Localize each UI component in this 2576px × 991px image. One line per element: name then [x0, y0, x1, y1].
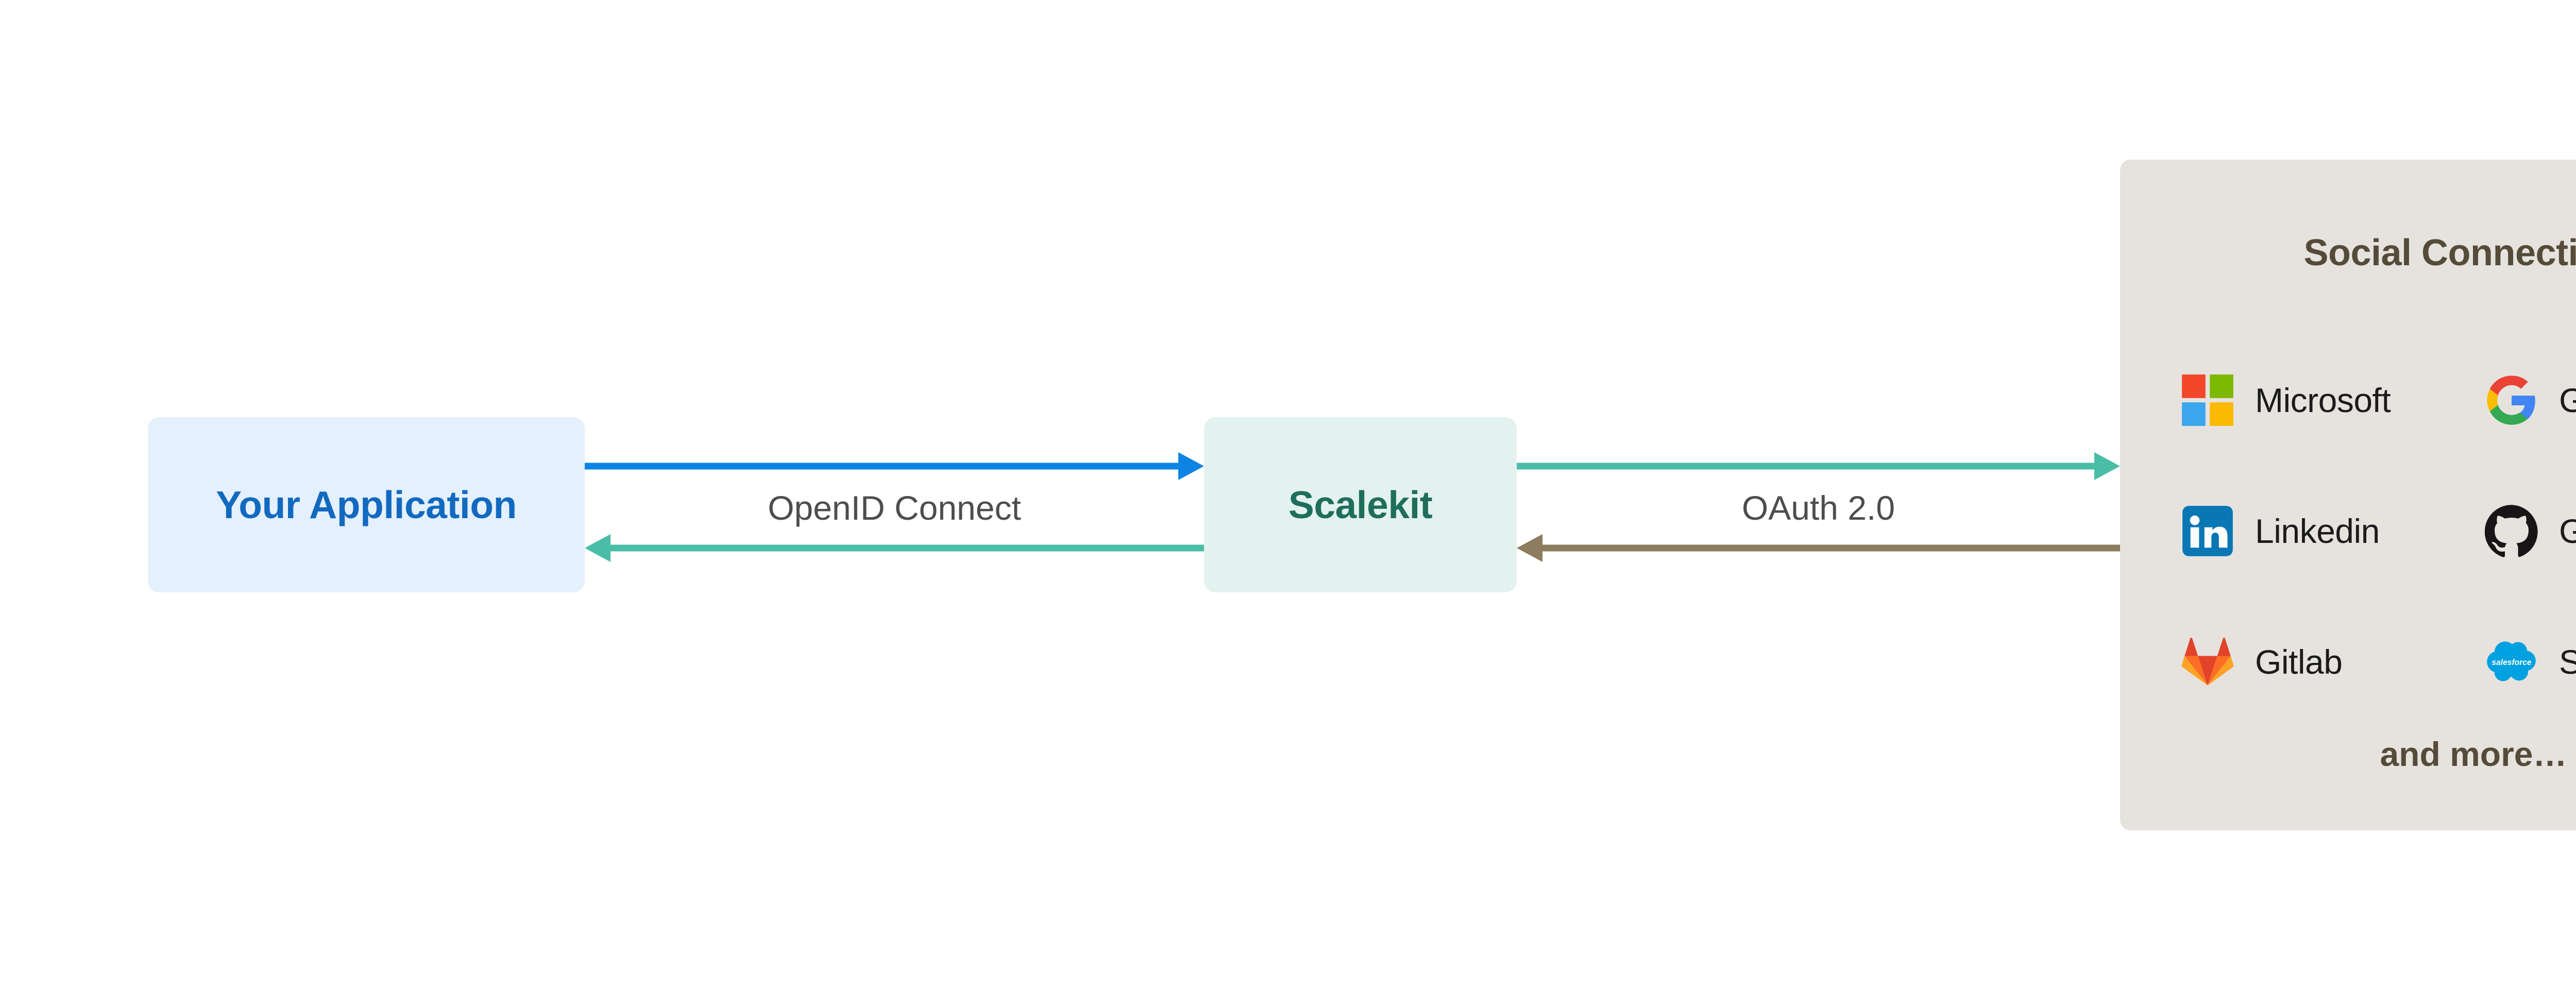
social-provider-github-label: Github — [2559, 512, 2576, 550]
svg-text:salesforce: salesforce — [2492, 658, 2531, 667]
social-connections-panel: Social Connections Microsoft — [2120, 160, 2576, 830]
node-your-application-label: Your Application — [216, 483, 517, 526]
social-provider-google-label: Google — [2559, 381, 2576, 419]
salesforce-icon: salesforce — [2487, 641, 2536, 681]
social-provider-gitlab[interactable]: Gitlab — [2181, 596, 2485, 727]
social-provider-linkedin[interactable]: Linkedin — [2181, 466, 2485, 596]
node-scalekit-label: Scalekit — [1288, 483, 1433, 526]
node-scalekit[interactable]: Scalekit — [1204, 417, 1517, 592]
node-your-application[interactable]: Your Application — [148, 417, 585, 592]
arrow-oauth-outbound-icon — [1517, 452, 2120, 480]
connector-openid-connect-label: OpenID Connect — [768, 489, 1021, 527]
social-provider-salesforce-label: Salesforce — [2559, 643, 2576, 681]
social-provider-linkedin-label: Linkedin — [2255, 512, 2380, 550]
connector-oauth2-label: OAuth 2.0 — [1741, 489, 1895, 527]
social-connections-title: Social Connections — [2303, 232, 2576, 274]
arrow-oauth-inbound-icon — [1517, 534, 2120, 562]
social-provider-microsoft[interactable]: Microsoft — [2181, 335, 2485, 466]
connector-openid-connect: OpenID Connect — [585, 443, 1204, 592]
arrow-openid-outbound-icon — [585, 452, 1204, 480]
social-provider-gitlab-label: Gitlab — [2255, 643, 2343, 681]
google-icon — [2487, 375, 2535, 425]
linkedin-icon — [2182, 506, 2233, 556]
social-provider-grid: Microsoft Google — [2181, 335, 2576, 727]
social-provider-github[interactable]: Github — [2485, 466, 2576, 596]
social-provider-microsoft-label: Microsoft — [2255, 381, 2391, 419]
social-connections-footer: and more… — [2380, 735, 2567, 773]
social-provider-google[interactable]: Google — [2485, 335, 2576, 466]
gitlab-icon — [2181, 637, 2234, 686]
social-provider-salesforce[interactable]: salesforce Salesforce — [2485, 596, 2576, 727]
microsoft-icon — [2182, 374, 2233, 426]
github-icon — [2485, 505, 2538, 557]
connector-openid-connect-arrows — [585, 452, 1204, 562]
connector-oauth2-arrows — [1517, 452, 2120, 562]
connector-oauth2: OAuth 2.0 — [1517, 443, 2120, 592]
arrow-openid-inbound-icon — [585, 534, 1204, 562]
